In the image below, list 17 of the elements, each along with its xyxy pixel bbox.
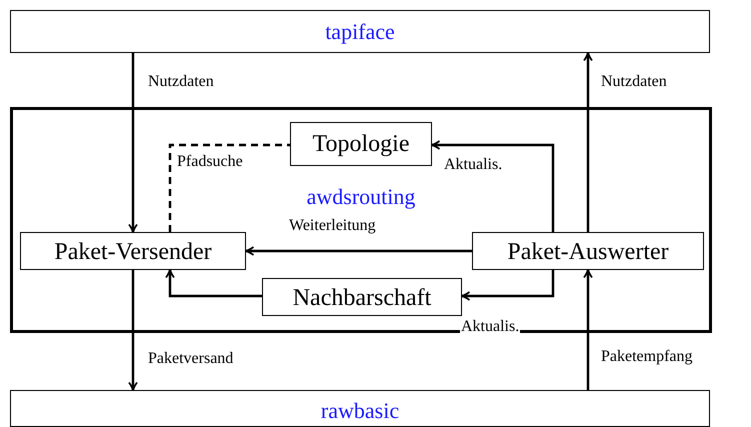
edge-label: Weiterleitung — [288, 217, 377, 235]
edge-label: Aktualis. — [460, 318, 520, 336]
node-label: tapiface — [324, 21, 396, 43]
module-title: awdsrouting — [306, 186, 416, 208]
edge-label: Paketempfang — [600, 348, 694, 366]
module-box — [10, 107, 712, 333]
module-box — [10, 10, 710, 53]
module-box — [10, 390, 710, 427]
node-label: Nachbarschaft — [292, 286, 432, 310]
node-label: Paket-Versender — [53, 240, 213, 264]
component-box — [20, 232, 246, 270]
node-label: rawbasic — [320, 400, 400, 422]
node-label: Paket-Auswerter — [506, 240, 670, 264]
component-box — [290, 122, 432, 166]
component-box — [262, 278, 462, 316]
node-label: Topologie — [312, 132, 410, 156]
component-box — [472, 232, 704, 270]
